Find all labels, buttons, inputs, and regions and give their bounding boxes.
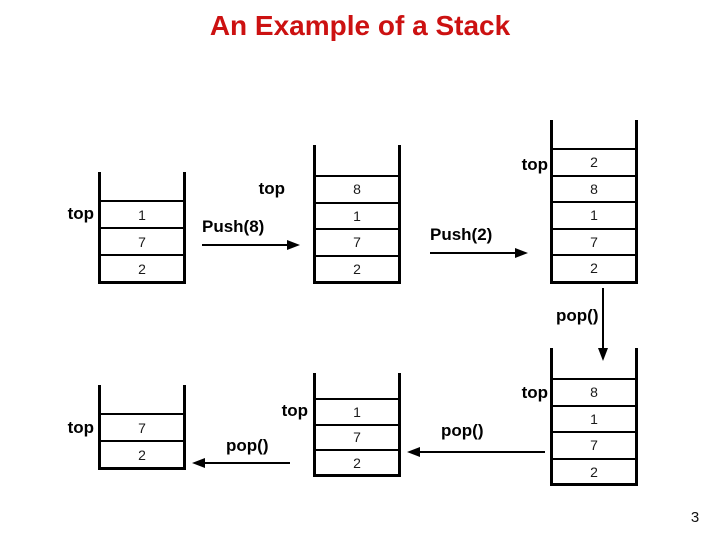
arrow-head-left-icon: [407, 447, 420, 457]
stack-wall-right: [635, 120, 638, 284]
arrow-head-right-icon: [287, 240, 300, 250]
stack-cell: 7: [316, 423, 398, 450]
stack-cell: 1: [316, 201, 398, 229]
stack-wall-right: [635, 348, 638, 486]
stack-cell: 2: [553, 254, 635, 281]
stack-cell: 7: [553, 431, 635, 458]
stack-cell: 8: [553, 378, 635, 405]
stack-wall-right: [183, 172, 186, 284]
stack-cell: 2: [101, 254, 183, 281]
stack-wall-left: [550, 348, 553, 486]
top-pointer-label: top: [258, 179, 285, 198]
stack-cell: 7: [553, 227, 635, 255]
top-pointer-label: top: [521, 383, 548, 402]
stack-base: [313, 281, 401, 284]
stack-wall-right: [398, 145, 401, 284]
top-pointer-label: top: [67, 418, 94, 437]
pop-down-label: pop(): [556, 306, 599, 325]
stack-wall-right: [398, 373, 401, 477]
stack-cell: 1: [101, 200, 183, 227]
top-pointer-label: top: [521, 155, 548, 174]
slide-title: An Example of a Stack: [209, 10, 511, 41]
stack-base: [313, 474, 401, 477]
top-pointer-label: top: [281, 401, 308, 420]
push8-arrow: [202, 240, 300, 250]
stack-wall-left: [98, 172, 101, 284]
pop-second-label: pop(): [441, 421, 484, 440]
stack-wall-left: [98, 385, 101, 470]
stack-cell: 1: [553, 201, 635, 228]
stack-cell: 2: [316, 449, 398, 475]
stack-cell: 1: [316, 398, 398, 424]
stack-base: [550, 281, 638, 284]
stack-cell: 1: [553, 404, 635, 432]
push8-label: Push(8): [202, 217, 265, 236]
stack-base: [98, 467, 186, 470]
stack-wall-left: [313, 373, 316, 477]
top-pointer-label: top: [67, 204, 94, 223]
stack-cell: 8: [553, 174, 635, 202]
stack-wall-left: [550, 120, 553, 284]
pop-third-label: pop(): [226, 436, 269, 455]
arrow-head-right-icon: [515, 248, 528, 258]
stack-cell: 7: [101, 413, 183, 440]
stack-base: [550, 483, 638, 486]
pop-third-arrow: [192, 458, 290, 468]
pop-down-arrow: [598, 288, 608, 361]
stack-wall-left: [313, 145, 316, 284]
stack-cell: 7: [101, 227, 183, 254]
stack-cell: 2: [101, 440, 183, 467]
arrow-head-left-icon: [192, 458, 205, 468]
stack-cell: 7: [316, 228, 398, 255]
stack-wall-right: [183, 385, 186, 470]
stack-cell: 2: [553, 148, 635, 175]
stack-cell: 8: [316, 175, 398, 202]
arrow-head-down-icon: [598, 348, 608, 361]
push2-label: Push(2): [430, 225, 493, 244]
stack-cell: 2: [316, 254, 398, 282]
stack-base: [98, 281, 186, 284]
push2-arrow: [430, 248, 528, 258]
stack-cell: 2: [553, 457, 635, 485]
pop-second-arrow: [407, 447, 545, 457]
page-number: 3: [690, 509, 700, 526]
